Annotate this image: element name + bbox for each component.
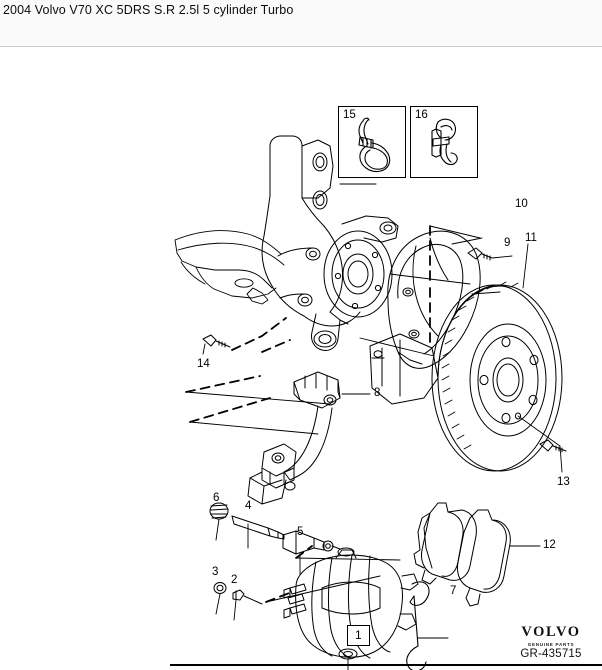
guide-pin-set (209, 502, 341, 555)
callout-7[interactable]: 7 (450, 585, 457, 597)
diagram-linework (174, 135, 567, 670)
brake-pads (413, 502, 511, 607)
callout-12[interactable]: 12 (543, 539, 556, 551)
inset-label-15: 15 (343, 109, 356, 121)
callout-4[interactable]: 4 (245, 500, 252, 512)
callout-10[interactable]: 10 (515, 198, 528, 210)
callout-1[interactable]: 1 (347, 625, 370, 646)
volvo-wordmark: VOLVO (521, 624, 581, 640)
hose-clamp-icon (358, 117, 391, 173)
callout-2[interactable]: 2 (231, 574, 238, 586)
assembly-dashed-lines (185, 225, 431, 603)
callout-13[interactable]: 13 (557, 476, 570, 488)
dust-shield-screw (467, 247, 493, 261)
carrier-bracket (247, 371, 341, 505)
callout-3[interactable]: 3 (212, 566, 219, 578)
dust-shield (369, 230, 481, 405)
callout-6[interactable]: 6 (213, 492, 220, 504)
leader-lines (185, 183, 563, 670)
inset-box-16: 16 (410, 106, 478, 178)
callout-5[interactable]: 5 (297, 526, 304, 538)
bottom-divider (170, 664, 602, 666)
bleeder-set (213, 582, 263, 605)
inset-box-15: 15 (338, 106, 406, 178)
header-band (0, 0, 602, 47)
volvo-logo: VOLVO GENUINE PARTS (505, 625, 597, 648)
callout-8[interactable]: 8 (374, 387, 381, 399)
callout-14[interactable]: 14 (197, 358, 210, 370)
carrier-bolt (202, 334, 231, 348)
parts-diagram: 15 16 (0, 48, 602, 670)
volvo-genuine-parts-text: GENUINE PARTS (527, 642, 575, 647)
subframe-outline (174, 230, 285, 305)
caliper-spring (406, 581, 430, 670)
brake-caliper (283, 547, 419, 660)
page-title: 2004 Volvo V70 XC 5DRS S.R 2.5l 5 cylind… (3, 3, 294, 17)
callout-11[interactable]: 11 (525, 232, 537, 244)
spring-clip-icon (431, 118, 458, 166)
part-code: GR-435715 (520, 648, 582, 660)
callout-9[interactable]: 9 (504, 237, 511, 249)
brake-disc (431, 281, 563, 472)
disc-locating-screw (539, 439, 567, 453)
steering-knuckle (261, 135, 399, 351)
inset-label-16: 16 (415, 109, 428, 121)
